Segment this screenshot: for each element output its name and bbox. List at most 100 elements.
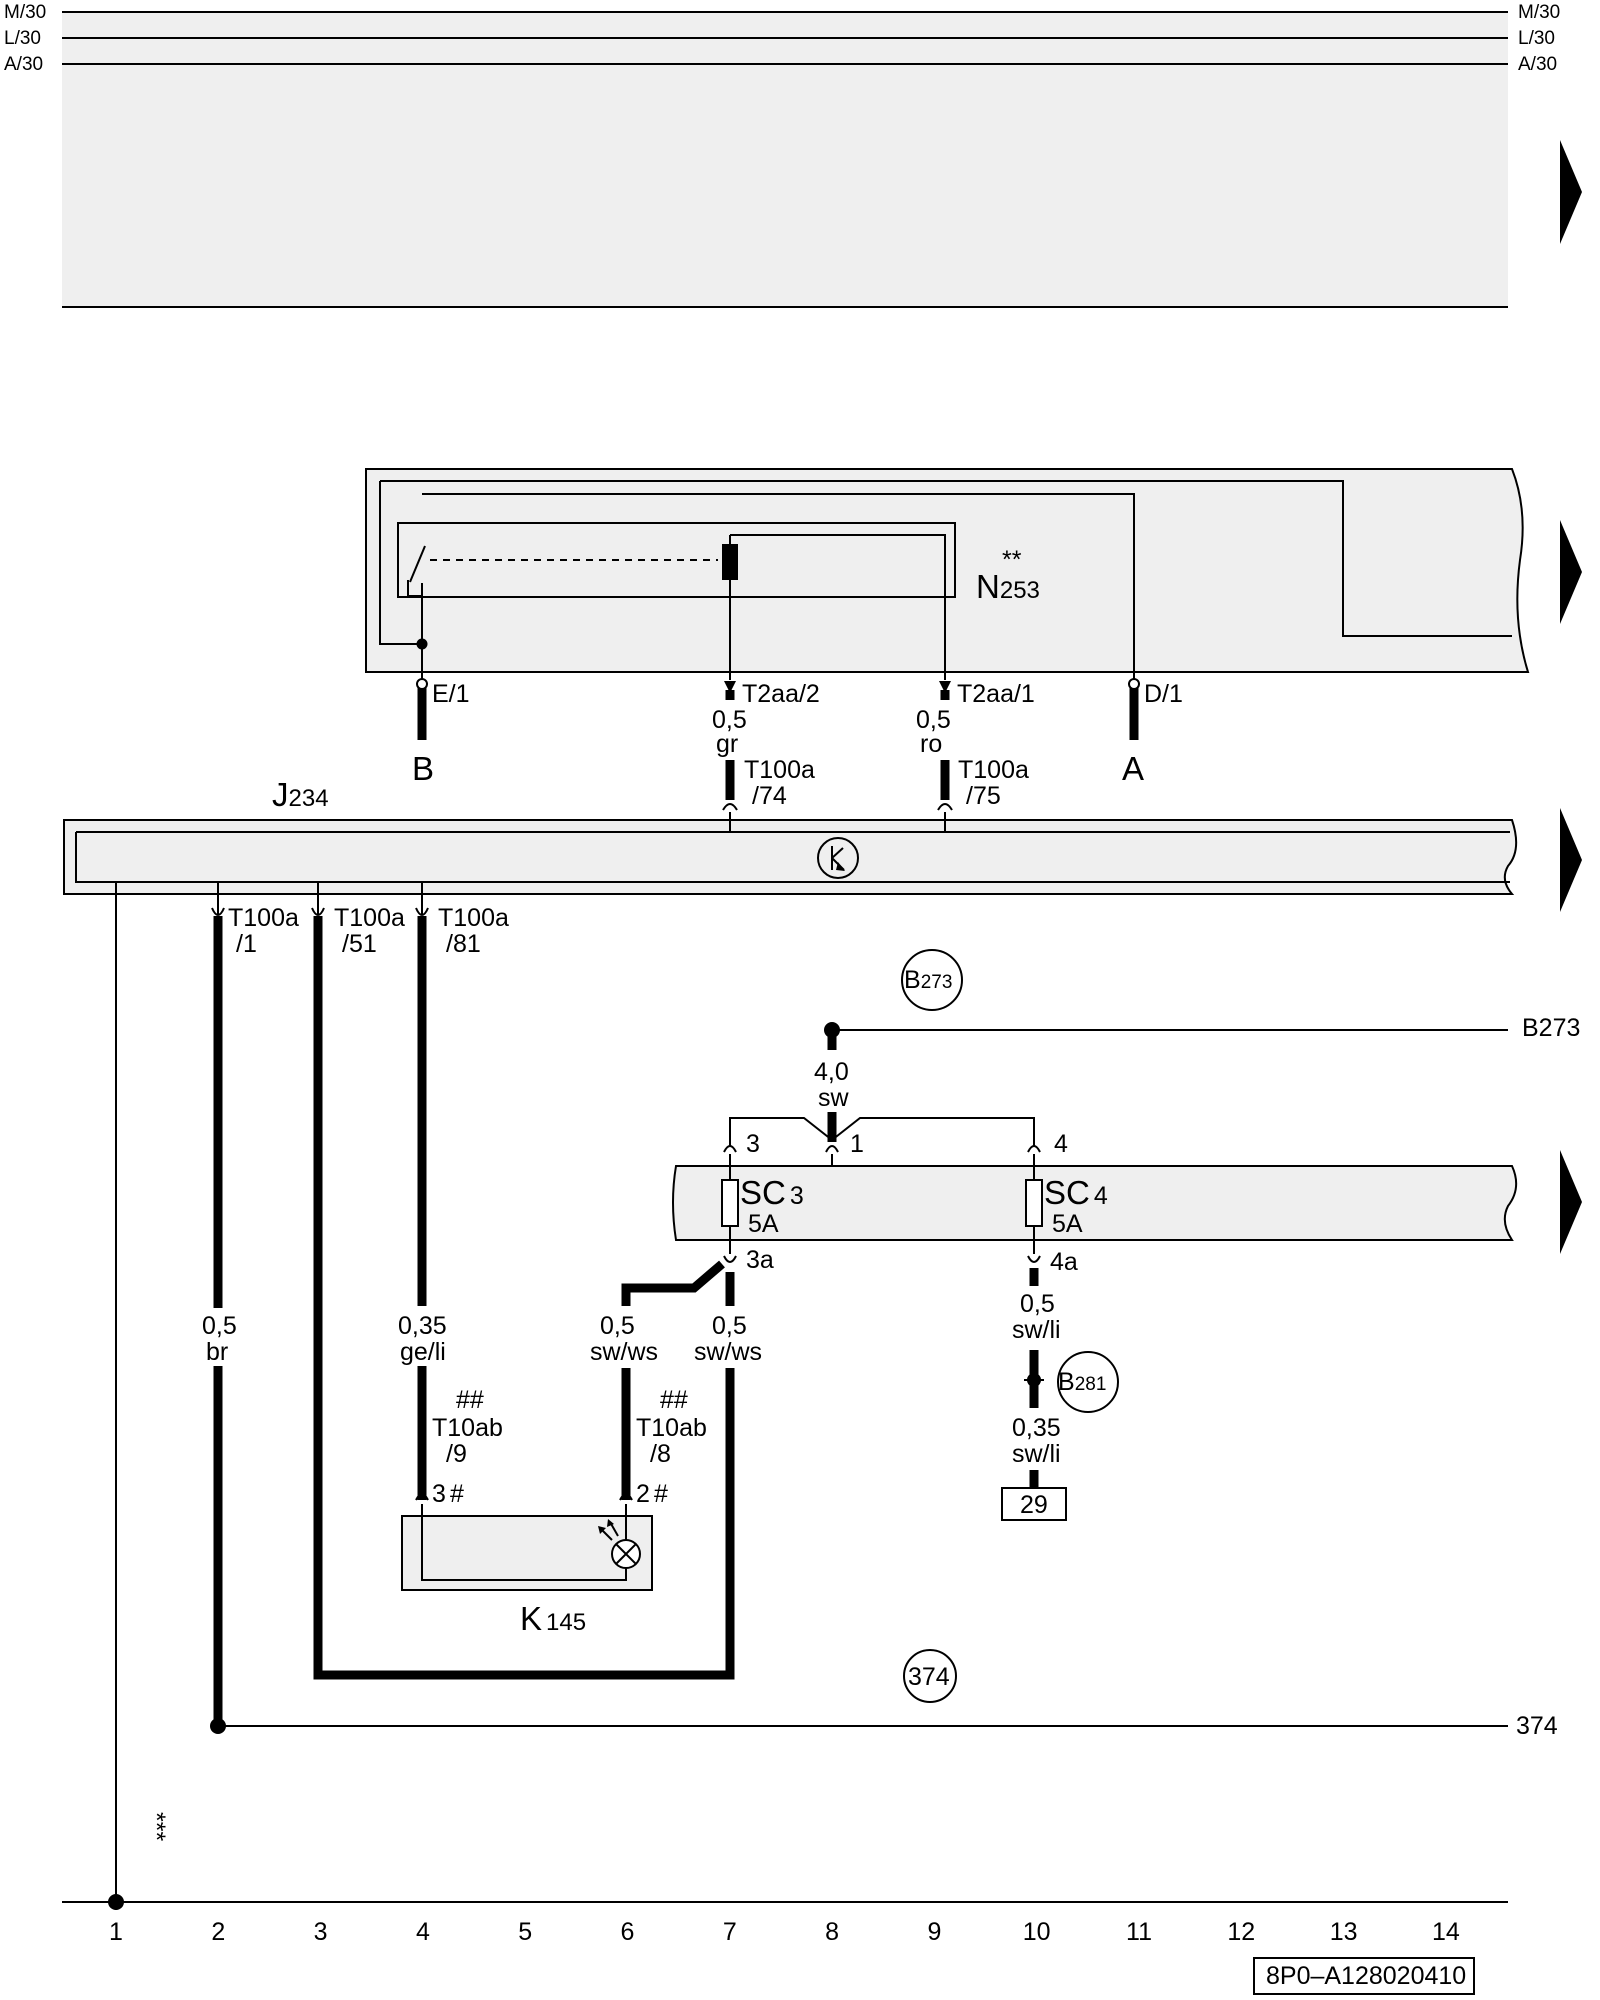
track-number: 11 — [1126, 1918, 1152, 1946]
fuse-pin-1-label: 1 — [850, 1130, 864, 1158]
pin-t100a75-label-a: T100a — [958, 756, 1029, 784]
n253-switch-box — [397, 522, 956, 598]
wires: 0,5 br 374 0,35 ge/li ## T10ab /9 0,5 sw… — [202, 916, 1558, 1740]
rail-label-right-m30: M/30 — [1518, 2, 1560, 23]
wire-sw-size: 4,0 — [814, 1058, 849, 1086]
ref-374-line-label: 374 — [1516, 1712, 1558, 1740]
j234-pins: T100a /1 T100a /51 T100a /81 — [211, 904, 509, 958]
track-number: 1 — [109, 1918, 123, 1946]
pin-t2aa1 — [939, 681, 951, 693]
wire-swws2-size: 0,5 — [712, 1312, 747, 1340]
pin-e1-label: E/1 — [432, 680, 470, 708]
b281-label: B281 — [1058, 1368, 1106, 1396]
track-number: 6 — [621, 1918, 635, 1946]
fuse-sc3-rating: 5A — [748, 1210, 779, 1238]
fuse-pin-1 — [825, 1145, 839, 1153]
t10ab8-label-b: /8 — [650, 1440, 671, 1468]
t10ab8-hash: ## — [660, 1386, 688, 1414]
pin-t100a81 — [415, 907, 429, 916]
wire-sw-ws-loop — [313, 916, 735, 1680]
n253-pins: E/1 B D/1 A T2aa/2 0,5 gr T2aa/1 0,5 ro — [412, 678, 1183, 787]
connector-b-label: B — [412, 750, 434, 787]
rail-label-left-l30: L/30 — [4, 28, 41, 49]
wire-br-color: br — [206, 1338, 228, 1366]
t10ab9-hash: ## — [456, 1386, 484, 1414]
track-number: 5 — [518, 1918, 532, 1946]
solenoid-coil-icon — [722, 544, 738, 580]
wire-sw-color: sw — [818, 1084, 850, 1112]
track-number: 4 — [416, 1918, 430, 1946]
fuse-pin-3 — [723, 1145, 737, 1153]
pin-t2aa2-label: T2aa/2 — [742, 680, 820, 708]
pin-t100a1-label-a: T100a — [228, 904, 299, 932]
pin-t100a74-label-b: /74 — [752, 782, 787, 810]
k145-pin-2 — [619, 1493, 633, 1501]
j234-unit: J234 — [63, 776, 1518, 1910]
k145-pin-3-hash: # — [450, 1480, 464, 1508]
transistor-icon — [817, 837, 859, 879]
j234-label: J234 — [272, 776, 329, 813]
wire-swws1-size: 0,5 — [600, 1312, 635, 1340]
rail-label-right-a30: A/30 — [1518, 54, 1557, 75]
track-number: 2 — [211, 1918, 225, 1946]
k145-pin-3 — [415, 1493, 429, 1501]
n253-stars: ** — [1002, 546, 1022, 574]
wire-swli1-size: 0,5 — [1020, 1290, 1055, 1318]
wire-geli-size: 0,35 — [398, 1312, 447, 1340]
pin-e1 — [416, 678, 428, 690]
fuse-sc3-icon — [721, 1179, 739, 1227]
wire-swli1-color: sw/li — [1012, 1316, 1061, 1344]
fuse-pin-4a — [1027, 1255, 1041, 1263]
doc-code: 8P0–A128020410 — [1266, 1962, 1466, 1990]
fuse-pin-3-label: 3 — [746, 1130, 760, 1158]
b273-reference: B273 B273 4,0 sw 3 1 4 — [723, 949, 1580, 1158]
fuse-sc4-rating: 5A — [1052, 1210, 1083, 1238]
fuse-pin-4a-label: 4a — [1050, 1248, 1078, 1276]
fuse-pin-3a-label: 3a — [746, 1246, 774, 1274]
track-number: 10 — [1023, 1918, 1051, 1946]
track-number: 7 — [723, 1918, 737, 1946]
wire-swli2-size: 0,35 — [1012, 1414, 1061, 1442]
switch-contact-icon — [409, 545, 426, 583]
wire-sw-ws-jog — [621, 1260, 725, 1306]
wire-ro-size: 0,5 — [916, 706, 951, 734]
continuation-arrow-icon — [1560, 140, 1582, 244]
pin-t100a75 — [937, 803, 953, 811]
b273-line-label: B273 — [1522, 1014, 1580, 1042]
track-number: 8 — [825, 1918, 839, 1946]
pin-t2aa1-label: T2aa/1 — [957, 680, 1035, 708]
wire-swli2-color: sw/li — [1012, 1440, 1061, 1468]
rail-label-left-m30: M/30 — [4, 2, 46, 23]
pin-t100a74 — [722, 803, 738, 811]
continuation-arrow-icon — [1560, 1150, 1582, 1254]
wire-geli-color: ge/li — [400, 1338, 446, 1366]
fuse-pin-4 — [1027, 1145, 1041, 1153]
fuse-pin-4-label: 4 — [1054, 1130, 1068, 1158]
t10ab9-label-a: T10ab — [432, 1414, 503, 1442]
pin-t100a51 — [311, 907, 325, 916]
continuation-arrow-icon — [1560, 520, 1582, 624]
n253-housing: ** N253 — [365, 468, 1530, 680]
wire-swws2-color: sw/ws — [694, 1338, 762, 1366]
pin-t100a75-label-b: /75 — [966, 782, 1001, 810]
rail-label-left-a30: A/30 — [4, 54, 43, 75]
pin-t100a74-label-a: T100a — [744, 756, 815, 784]
terminal-29-box — [1001, 1487, 1067, 1521]
pin-d1-label: D/1 — [1144, 680, 1183, 708]
connector-a-label: A — [1122, 750, 1144, 787]
doc-code-box — [1253, 1957, 1475, 1995]
ref-374-circle-label: 374 — [908, 1663, 950, 1691]
pin-t100a81-label-b: /81 — [446, 930, 481, 958]
stars-note: *** — [142, 1812, 170, 1841]
t10ab9-label-b: /9 — [446, 1440, 467, 1468]
b273-circle-label: B273 — [904, 966, 952, 994]
pin-t100a1-label-b: /1 — [236, 930, 257, 958]
power-rails: M/30 L/30 A/30 M/30 L/30 A/30 — [4, 2, 1560, 308]
